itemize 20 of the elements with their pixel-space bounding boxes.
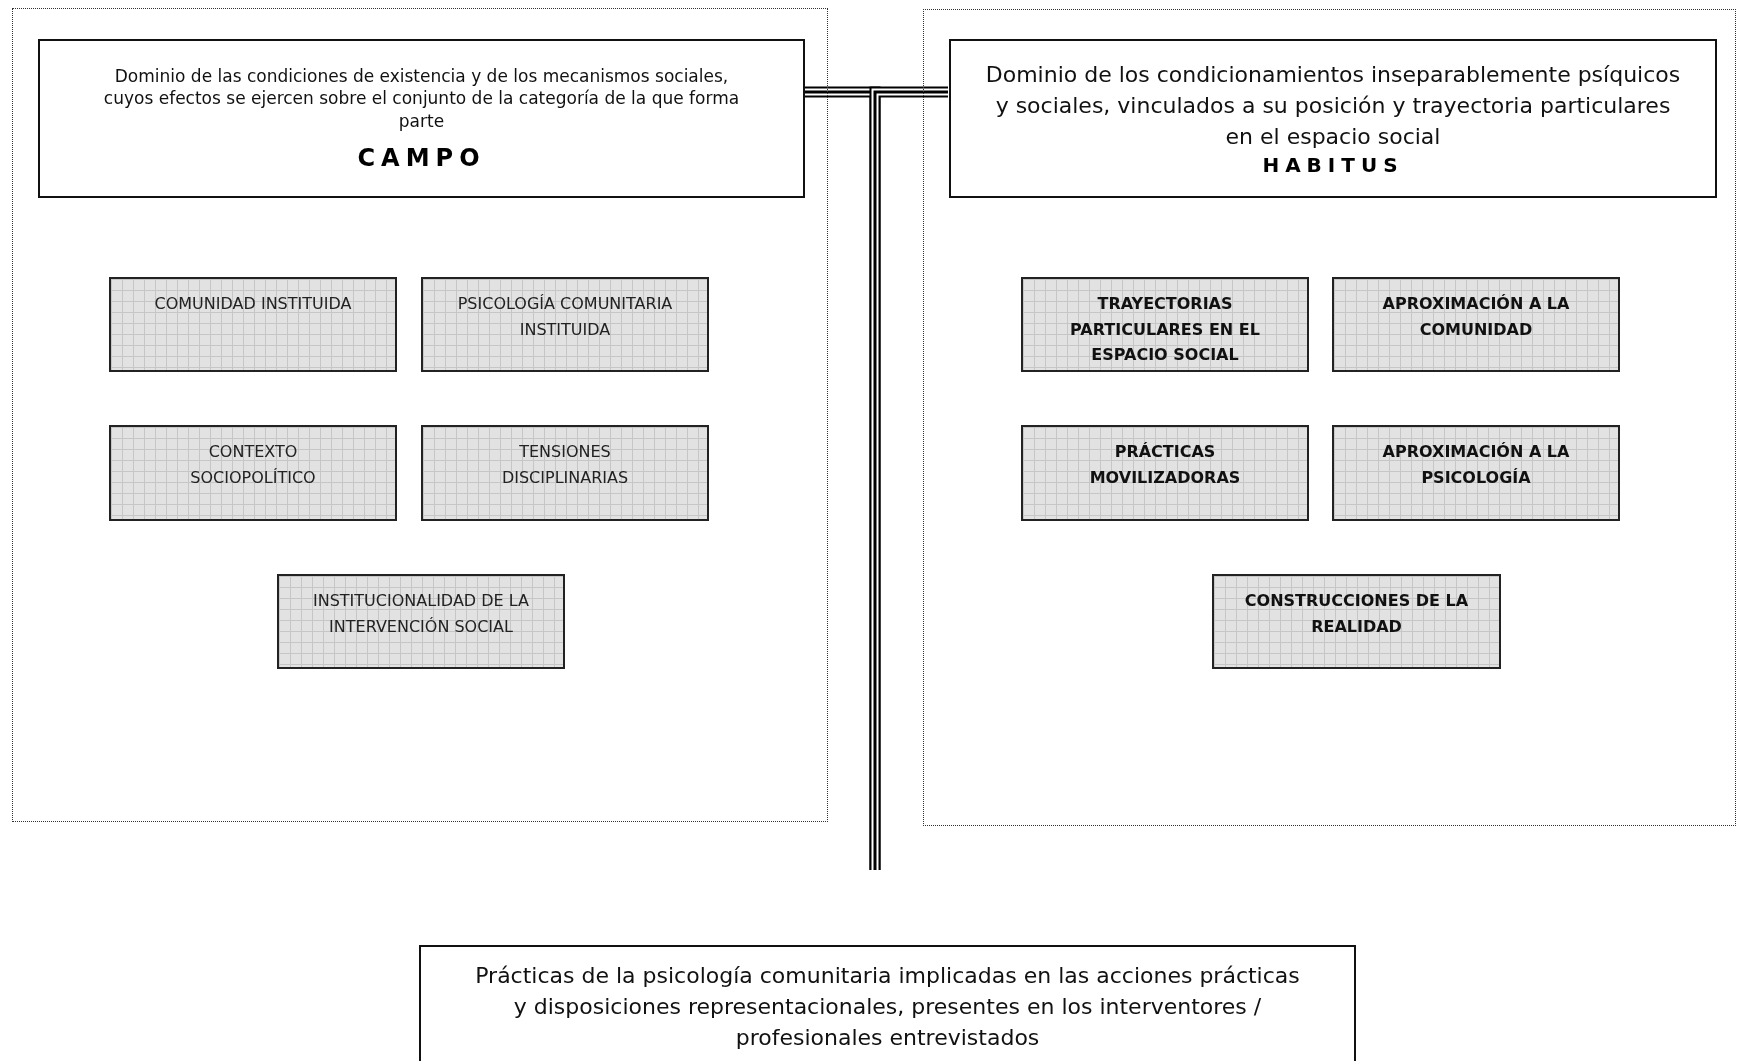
- heading-box: [38, 39, 805, 198]
- summary-box: Prácticas de la psicología comunitaria implicadas en las acciones prácticas y disposiciones representacionales, presentes en los interventores / profesionales entrevistados: [419, 945, 1356, 1061]
- category-box: CONSTRUCCIONES DE LA REALIDAD: [1212, 574, 1501, 669]
- dotted-panel: [923, 9, 1736, 826]
- category-box: APROXIMACIÓN A LA PSICOLOGÍA: [1332, 425, 1620, 521]
- domain-title: HABITUS: [1262, 152, 1404, 177]
- category-box: APROXIMACIÓN A LA COMUNIDAD: [1332, 277, 1620, 372]
- dotted-panel: [12, 8, 828, 822]
- category-box: PSICOLOGÍA COMUNITARIA INSTITUIDA: [421, 277, 709, 372]
- category-box: PRÁCTICAS MOVILIZADORAS: [1021, 425, 1309, 521]
- category-box: INSTITUCIONALIDAD DE LA INTERVENCIÓN SOCIAL: [277, 574, 565, 669]
- category-box: CONTEXTO SOCIOPOLÍTICO: [109, 425, 397, 521]
- connector-line: [869, 86, 948, 870]
- description-text: Dominio de los condicionamientos inseparablemente psíquicos y sociales, vinculados a su posición y trayectoria particulares en el espacio social: [984, 61, 1682, 151]
- domain-title: CAMPO: [357, 143, 486, 172]
- heading-box: [949, 39, 1717, 198]
- category-box: TENSIONES DISCIPLINARIAS: [421, 425, 709, 521]
- description-text: Dominio de las condiciones de existencia y de los mecanismos sociales, cuyos efectos se ejercen sobre el conjunto de la categoría de la que forma parte: [102, 65, 741, 132]
- category-box: TRAYECTORIAS PARTICULARES EN EL ESPACIO SOCIAL: [1021, 277, 1309, 372]
- category-box: COMUNIDAD INSTITUIDA: [109, 277, 397, 372]
